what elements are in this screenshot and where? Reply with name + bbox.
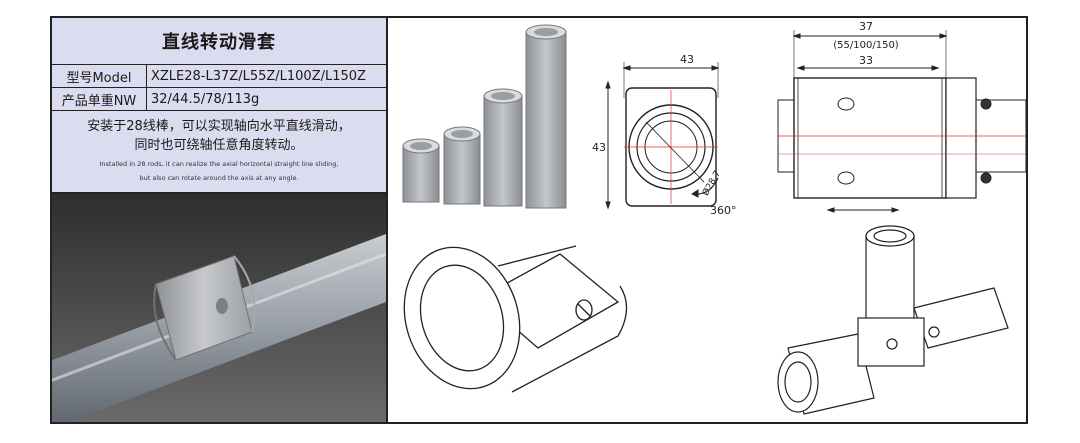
left-panel: 直线转动滑套 型号Model XZLE28-L37Z/L55Z/L100Z/L1… [52,18,388,422]
description-en-line-1: Installed in 28 rods, it can realize the… [99,160,339,168]
model-label: 型号Model [52,65,147,87]
product-sheet: 直线转动滑套 型号Model XZLE28-L37Z/L55Z/L100Z/L1… [50,16,1028,424]
rotation-label: 360° [710,204,737,217]
isometric-sleeve-drawing [403,245,628,393]
assembly-drawing [777,225,1009,415]
model-value: XZLE28-L37Z/L55Z/L100Z/L150Z [151,68,366,84]
description: 安装于28线棒，可以实现轴向水平直线滑动， 同时也可绕轴任意角度转动。 Inst… [52,111,386,194]
length-options: (55/100/150) [833,40,899,51]
front-view-drawing [605,62,720,210]
weight-row: 产品单重NW 32/44.5/78/113g [52,88,386,111]
description-cn-line-1: 安装于28线棒，可以实现轴向水平直线滑动， [87,119,351,134]
weight-value: 32/44.5/78/113g [151,91,260,107]
side-view-drawing [777,30,1027,213]
product-title: 直线转动滑套 [52,18,386,65]
sleeve-variants-photo [402,24,567,209]
front-width-dimension: 43 [680,53,694,66]
spec-table: 直线转动滑套 型号Model XZLE28-L37Z/L55Z/L100Z/L1… [52,18,386,194]
product-photo [52,194,386,422]
technical-drawings: 43 43 Ø28.7 360° [402,20,1027,415]
total-length-dimension: 37 [859,20,873,33]
description-en-line-2: but also can rotate around the axis at a… [139,174,299,182]
model-row: 型号Model XZLE28-L37Z/L55Z/L100Z/L150Z [52,65,386,88]
weight-label: 产品单重NW [52,88,147,110]
installed-on-rod-illustration [52,194,386,422]
front-height-dimension: 43 [592,141,606,154]
inner-length-dimension: 33 [859,54,873,67]
description-cn-line-2: 同时也可绕轴任意角度转动。 [134,138,304,153]
sleeve-on-rod [153,255,256,361]
right-panel: 43 43 Ø28.7 360° [388,18,1027,422]
